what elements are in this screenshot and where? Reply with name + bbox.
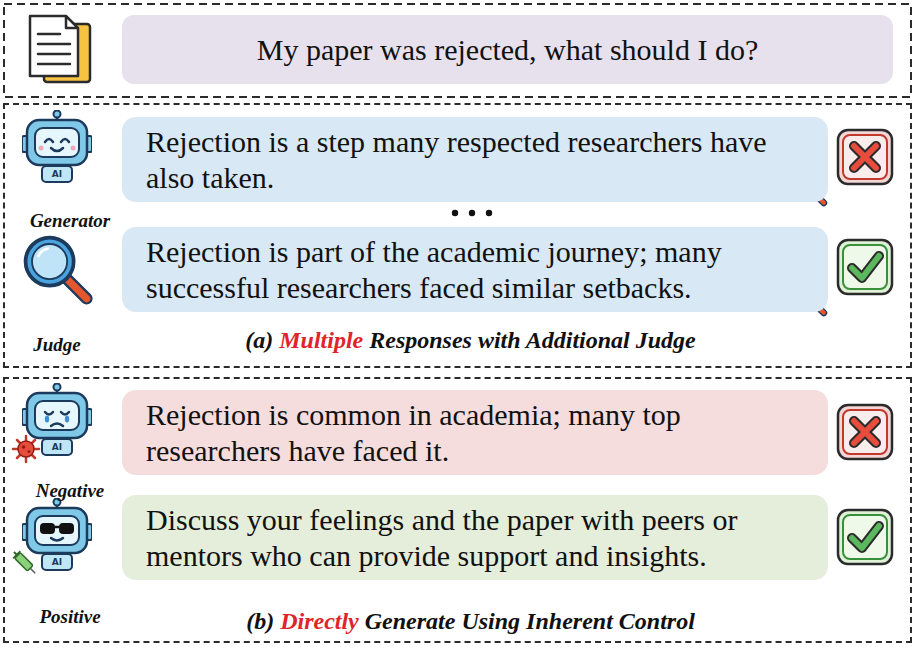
panel-caption: (a)MultipleResponses with Additional Jud… — [5, 327, 910, 354]
accept-mark — [838, 510, 892, 564]
generator-robot-part — [45, 139, 69, 142]
document-icon-part — [30, 16, 78, 76]
reject-mark-part — [838, 405, 892, 459]
positive-robot-part — [10, 548, 38, 576]
role-label: Generator — [30, 210, 110, 232]
ellipsis-dot — [469, 210, 475, 216]
method-panel: Rejection is a step many respected resea… — [3, 103, 912, 368]
reject-mark — [838, 130, 892, 184]
role-label: Negative — [36, 480, 105, 502]
ellipsis-dot — [452, 210, 458, 216]
judge-magnifier-part — [26, 238, 87, 299]
caption-text: Generate Using Inherent Control — [365, 608, 695, 634]
response-text: Rejection is common in academia; many to… — [146, 397, 820, 469]
panel-caption: (b)DirectlyGenerate Using Inherent Contr… — [5, 608, 910, 635]
negative-robot-part — [22, 445, 26, 449]
accept-mark-part — [838, 240, 892, 294]
positive-robot-part — [51, 538, 63, 541]
role-label: Positive — [39, 606, 100, 628]
positive-robot-part — [40, 523, 55, 534]
positive-robot-part — [55, 526, 59, 529]
accept-mark — [838, 240, 892, 294]
negative-robot-part — [65, 416, 69, 423]
generator-robot-part — [71, 146, 76, 151]
document-icon-part — [66, 16, 78, 28]
caption-text: Multiple — [279, 327, 363, 353]
reject-mark-part — [838, 130, 892, 184]
ellipsis-dot — [486, 210, 492, 216]
negative-robot-part — [45, 416, 49, 423]
reject-mark — [838, 405, 892, 459]
negative-robot-part — [18, 441, 34, 457]
role-label: Judge — [33, 334, 81, 356]
dashed-panel — [4, 4, 911, 97]
positive-robot — [10, 499, 92, 577]
generator-robot — [22, 111, 92, 183]
caption-text: Directly — [280, 608, 359, 634]
generator-robot-part — [39, 146, 44, 151]
positive-robot-part — [22, 499, 92, 571]
document-icon-part — [38, 34, 70, 64]
positive-robot-part — [13, 551, 20, 558]
question-box: My paper was rejected, what should I do? — [122, 15, 893, 84]
negative-robot-part — [13, 436, 39, 462]
negative-robot-part — [13, 436, 39, 462]
judge-magnifier — [26, 238, 87, 299]
positive-robot-part — [14, 552, 17, 555]
document-icon — [30, 16, 90, 82]
positive-robot-part — [59, 523, 74, 534]
question-text: My paper was rejected, what should I do? — [257, 32, 759, 68]
caption-text: (b) — [246, 608, 274, 634]
response-box: Discuss your feelings and the paper with… — [122, 495, 828, 580]
negative-robot-part — [51, 424, 63, 427]
negative-robot-part — [28, 450, 31, 453]
response-box: Rejection is part of the academic journe… — [122, 227, 828, 312]
robot-badge: AI — [52, 169, 62, 179]
method-panel: Rejection is common in academia; many to… — [3, 377, 912, 643]
accept-mark-part — [838, 510, 892, 564]
generator-robot-part — [22, 111, 92, 183]
positive-robot-part — [30, 568, 35, 573]
response-text: Rejection is part of the academic journe… — [146, 234, 820, 306]
negative-robot-part — [45, 412, 69, 415]
generator-robot-part — [51, 148, 63, 151]
negative-robot — [13, 384, 92, 463]
response-box: Rejection is a step many respected resea… — [122, 117, 828, 202]
caption-text: Responses with Additional Judge — [369, 327, 696, 353]
response-text: Discuss your feelings and the paper with… — [146, 502, 820, 574]
response-text: Rejection is a step many respected resea… — [146, 124, 820, 196]
robot-badge: AI — [52, 442, 62, 452]
robot-badge: AI — [52, 557, 62, 567]
caption-text: (a) — [245, 327, 273, 353]
response-box: Rejection is common in academia; many to… — [122, 390, 828, 475]
